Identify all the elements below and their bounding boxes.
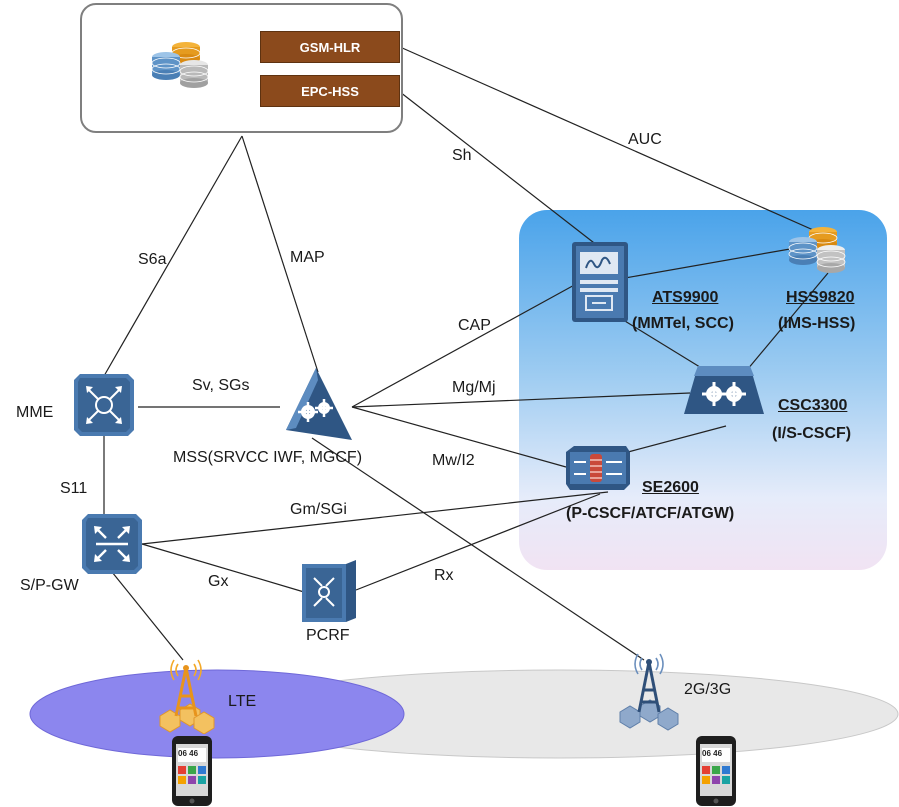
pcrf-server-icon bbox=[302, 560, 358, 627]
phone-clock: 06 46 bbox=[178, 749, 199, 758]
mme-router-icon bbox=[74, 374, 134, 441]
legacy-label: 2G/3G bbox=[684, 681, 732, 698]
label-sh: Sh bbox=[452, 147, 472, 164]
csc-name: CSC3300 bbox=[778, 397, 848, 414]
hss-role: (IMS-HSS) bbox=[778, 315, 856, 332]
phone-icon bbox=[172, 736, 212, 807]
label-auc: AUC bbox=[628, 131, 662, 148]
pcrf-label: PCRF bbox=[306, 627, 350, 644]
legacy-tower-icon bbox=[612, 648, 688, 737]
ats-server-icon bbox=[572, 242, 628, 327]
ats-name: ATS9900 bbox=[652, 289, 719, 306]
lte-label: LTE bbox=[228, 693, 257, 710]
label-mg-mj: Mg/Mj bbox=[452, 379, 496, 396]
label-s6a: S6a bbox=[138, 251, 167, 268]
database-icon bbox=[150, 35, 214, 98]
hss-name: HSS9820 bbox=[786, 289, 855, 306]
label-rx: Rx bbox=[434, 567, 454, 584]
epc-hss-block: EPC-HSS bbox=[260, 75, 400, 107]
se-firewall-icon bbox=[566, 446, 630, 495]
label-cap: CAP bbox=[458, 317, 491, 334]
link-s6a bbox=[103, 135, 243, 377]
link-map bbox=[241, 135, 319, 373]
link-rx bbox=[355, 493, 601, 591]
hlr-hss-box: GSM-HLR EPC-HSS bbox=[80, 3, 403, 133]
label-sv-sgs: Sv, SGs bbox=[192, 377, 250, 394]
hss-database-icon bbox=[786, 220, 852, 283]
se-role: (P-CSCF/ATCF/ATGW) bbox=[566, 505, 735, 522]
csc-role: (I/S-CSCF) bbox=[772, 425, 852, 442]
link-hss-csc bbox=[741, 272, 829, 377]
gsm-hlr-block: GSM-HLR bbox=[260, 31, 400, 63]
link-sh bbox=[399, 91, 599, 247]
link-mg-mj bbox=[351, 392, 691, 408]
se-name: SE2600 bbox=[642, 479, 699, 496]
gateway-router-icon bbox=[82, 514, 142, 579]
link-ats-hss bbox=[624, 248, 791, 279]
link-mw-i2 bbox=[351, 406, 567, 468]
sp-gw-label: S/P-GW bbox=[20, 577, 79, 594]
mss-switch-icon bbox=[282, 366, 354, 449]
mss-label: MSS(SRVCC IWF, MGCF) bbox=[173, 449, 363, 466]
label-gm-sgi: Gm/SGi bbox=[290, 501, 347, 518]
label-map: MAP bbox=[290, 249, 325, 266]
ats-role: (MMTel, SCC) bbox=[632, 315, 734, 332]
label-mw-i2: Mw/I2 bbox=[432, 452, 475, 469]
csc-switch-icon bbox=[684, 364, 764, 421]
coverage-lte bbox=[29, 669, 405, 759]
link-mss-radio bbox=[311, 437, 645, 661]
link-gw-lte bbox=[111, 571, 184, 661]
phone-clock: 06 46 bbox=[702, 749, 723, 758]
link-se-csc bbox=[627, 425, 727, 453]
link-auc bbox=[399, 46, 821, 234]
link-gx bbox=[141, 543, 305, 593]
phone-icon bbox=[696, 736, 736, 807]
label-s11: S11 bbox=[60, 480, 88, 497]
label-gx: Gx bbox=[208, 573, 229, 590]
link-ats-csc bbox=[619, 317, 709, 373]
link-gm-sgi bbox=[141, 491, 609, 545]
lte-tower-icon bbox=[150, 654, 222, 739]
link-cap bbox=[351, 282, 579, 408]
mme-label: MME bbox=[16, 404, 54, 421]
